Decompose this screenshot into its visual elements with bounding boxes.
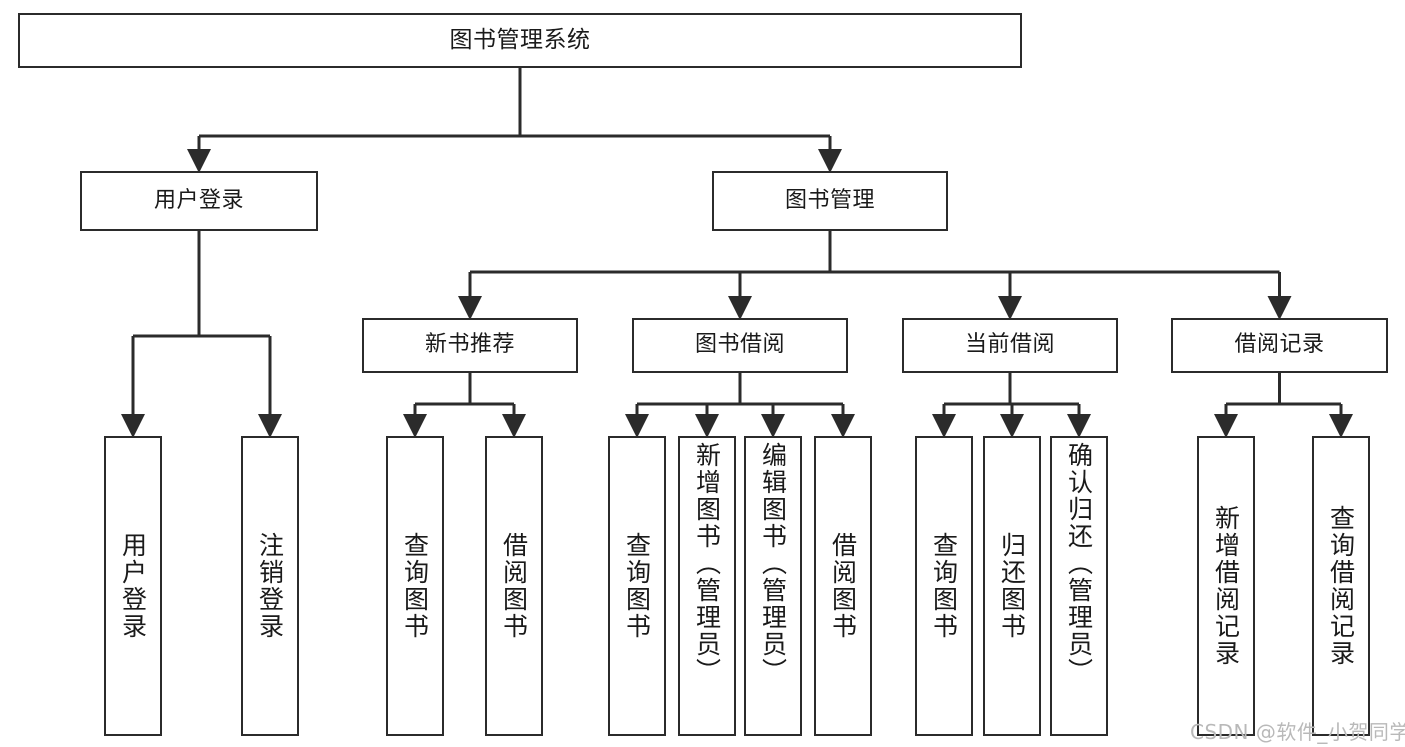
node-leaf-query-book-bor-label: 查询图书 xyxy=(622,532,652,640)
node-leaf-edit-book-label: 编辑图书（管理员） xyxy=(758,442,788,685)
node-root-label: 图书管理系统 xyxy=(449,26,591,53)
node-leaf-user-login-label: 用户登录 xyxy=(118,532,148,640)
node-leaf-confirm-return-label: 确认归还（管理员） xyxy=(1064,442,1094,685)
node-leaf-query-record[interactable]: 查询借阅记录 xyxy=(1312,436,1370,736)
node-leaf-query-book-rec-label: 查询图书 xyxy=(400,532,430,640)
node-book_manage-label: 图书管理 xyxy=(784,187,875,213)
node-book_borrow-label: 图书借阅 xyxy=(694,332,785,358)
node-leaf-return-book[interactable]: 归还图书 xyxy=(983,436,1041,736)
node-leaf-borrow-book-bor[interactable]: 借阅图书 xyxy=(814,436,872,736)
node-loan_record-label: 借阅记录 xyxy=(1234,332,1325,358)
node-leaf-confirm-return[interactable]: 确认归还（管理员） xyxy=(1050,436,1108,736)
node-leaf-edit-book[interactable]: 编辑图书（管理员） xyxy=(744,436,802,736)
node-leaf-query-book-rec[interactable]: 查询图书 xyxy=(386,436,444,736)
node-root[interactable]: 图书管理系统 xyxy=(18,13,1022,68)
node-book_manage[interactable]: 图书管理 xyxy=(712,171,948,231)
node-leaf-query-book-cur-label: 查询图书 xyxy=(929,532,959,640)
node-user_login-label: 用户登录 xyxy=(153,187,244,213)
node-leaf-borrow-book-rec-label: 借阅图书 xyxy=(499,532,529,640)
node-current_loan[interactable]: 当前借阅 xyxy=(902,318,1118,373)
node-new_book_rec-label: 新书推荐 xyxy=(424,332,515,358)
node-leaf-add-book-label: 新增图书（管理员） xyxy=(692,442,722,685)
node-leaf-add-record-label: 新增借阅记录 xyxy=(1211,505,1241,667)
node-loan_record[interactable]: 借阅记录 xyxy=(1171,318,1388,373)
node-leaf-user-login[interactable]: 用户登录 xyxy=(104,436,162,736)
node-leaf-query-book-bor[interactable]: 查询图书 xyxy=(608,436,666,736)
node-current_loan-label: 当前借阅 xyxy=(964,332,1055,358)
node-leaf-add-book[interactable]: 新增图书（管理员） xyxy=(678,436,736,736)
node-leaf-query-record-label: 查询借阅记录 xyxy=(1326,505,1356,667)
node-leaf-query-book-cur[interactable]: 查询图书 xyxy=(915,436,973,736)
node-book_borrow[interactable]: 图书借阅 xyxy=(632,318,848,373)
node-new_book_rec[interactable]: 新书推荐 xyxy=(362,318,578,373)
node-leaf-logout[interactable]: 注销登录 xyxy=(241,436,299,736)
node-leaf-return-book-label: 归还图书 xyxy=(997,532,1027,640)
node-leaf-borrow-book-rec[interactable]: 借阅图书 xyxy=(485,436,543,736)
node-leaf-logout-label: 注销登录 xyxy=(255,532,285,640)
node-user_login[interactable]: 用户登录 xyxy=(80,171,318,231)
node-leaf-borrow-book-bor-label: 借阅图书 xyxy=(828,532,858,640)
csdn-watermark: CSDN @软件_小贺同学 xyxy=(1190,720,1405,744)
node-leaf-add-record[interactable]: 新增借阅记录 xyxy=(1197,436,1255,736)
